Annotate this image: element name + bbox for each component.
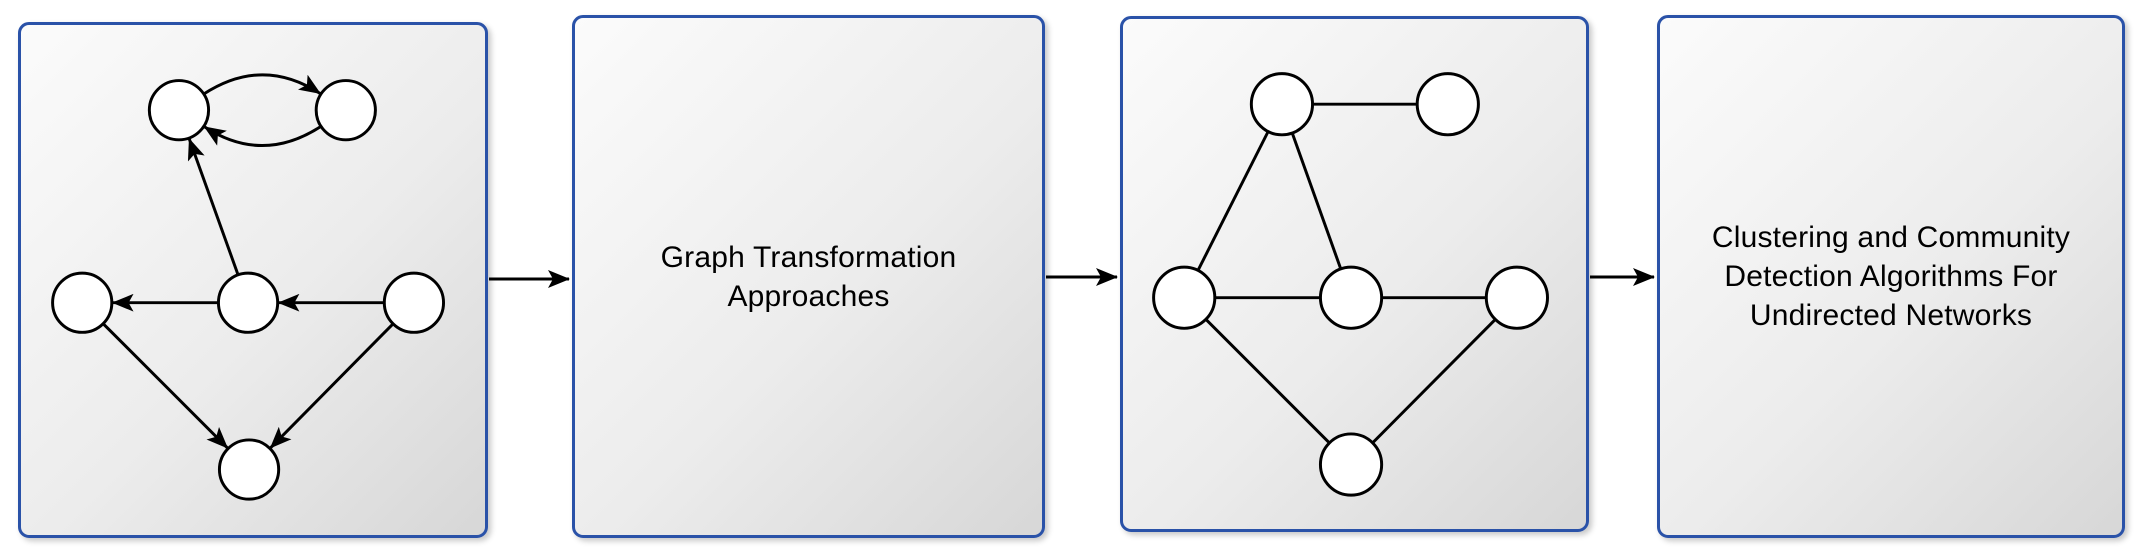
directed-graph-box: [18, 22, 488, 538]
graph-node: [216, 271, 280, 334]
graph-node: [1484, 265, 1549, 330]
clustering-step-box: Clustering and Community Detection Algor…: [1657, 15, 2125, 538]
undirected-edge: [1349, 318, 1497, 466]
graph-node: [1318, 432, 1384, 497]
graph-node: [314, 79, 377, 142]
transformation-step-box: Graph Transformation Approaches: [572, 15, 1045, 538]
transformation-step-label: Graph Transformation Approaches: [661, 238, 957, 316]
graph-node: [1415, 72, 1480, 137]
clustering-step-label: Clustering and Community Detection Algor…: [1712, 218, 2070, 335]
graph-node: [147, 79, 211, 142]
undirected-graph-box: [1120, 16, 1589, 532]
label-line: Clustering and Community: [1711, 221, 2071, 254]
directed-edge: [187, 138, 240, 276]
label-line: Detection Algorithms For: [1724, 260, 2058, 293]
graph-node: [1249, 72, 1315, 137]
directed-graph-svg: [51, 73, 446, 501]
undirected-graph-svg: [1152, 72, 1549, 497]
graph-node: [1152, 265, 1217, 330]
label-line: Approaches: [727, 279, 890, 313]
directed-edge: [202, 73, 321, 96]
graph-node: [51, 271, 114, 334]
graph-node: [382, 271, 446, 334]
undirected-edge: [1204, 318, 1353, 466]
graph-node: [217, 438, 281, 501]
directed-graph: [21, 25, 485, 535]
label-line: Graph Transformation: [660, 240, 957, 274]
directed-edge: [269, 322, 395, 449]
graph-node: [1318, 265, 1384, 330]
directed-edge: [102, 322, 229, 449]
undirected-graph: [1123, 19, 1586, 529]
label-line: Undirected Networks: [1749, 299, 2033, 332]
directed-edge: [203, 125, 322, 148]
